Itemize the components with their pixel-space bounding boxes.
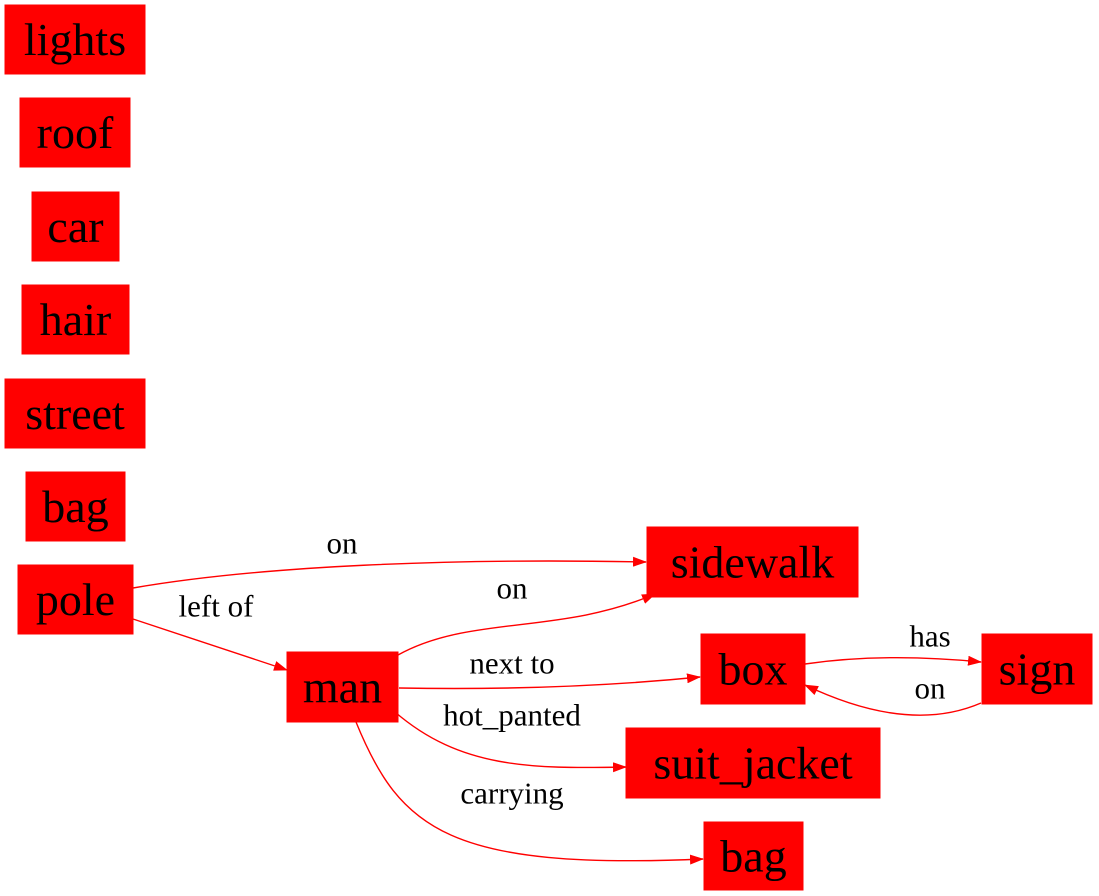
node-pole[interactable]: pole (17, 564, 134, 635)
edge-sign-on-box: on (804, 671, 982, 716)
edge-label: on (497, 571, 529, 606)
edge-man-carrying-bag: carrying (355, 721, 704, 865)
node-bag[interactable]: bag (25, 471, 126, 542)
node-man[interactable]: man (286, 651, 399, 723)
edge-label: left of (179, 589, 255, 624)
node-label: sidewalk (671, 537, 835, 588)
node-label: suit_jacket (653, 738, 852, 789)
node-street[interactable]: street (4, 378, 146, 449)
node-bag-2[interactable]: bag (703, 821, 804, 891)
edge-pole-on-sidewalk: on (132, 526, 647, 589)
node-label: hair (40, 294, 112, 345)
node-roof[interactable]: roof (19, 97, 131, 168)
node-label: box (719, 644, 788, 695)
node-hair[interactable]: hair (21, 284, 130, 355)
node-suit-jacket[interactable]: suit_jacket (625, 727, 881, 799)
edge-man-next-to-box: next to (398, 646, 701, 690)
node-label: roof (37, 107, 114, 158)
node-box[interactable]: box (700, 633, 806, 705)
edge-label: hot_panted (443, 698, 581, 733)
edge-label: carrying (460, 776, 563, 811)
node-sign[interactable]: sign (981, 633, 1093, 705)
node-label: street (25, 388, 125, 439)
node-label: car (47, 201, 103, 252)
node-label: pole (36, 574, 115, 625)
node-label: bag (720, 831, 786, 882)
edge-label: has (909, 619, 950, 654)
edge-box-has-sign: has (804, 619, 982, 666)
node-sidewalk[interactable]: sidewalk (646, 526, 859, 598)
edge-man-on-sidewalk: on (397, 571, 656, 656)
node-label: man (303, 662, 382, 713)
node-car[interactable]: car (31, 191, 120, 262)
nodes: lights roof car hair street bag pole ma (4, 4, 1093, 891)
edge-pole-left-of-man: left of (132, 589, 288, 671)
node-lights[interactable]: lights (4, 4, 146, 75)
edge-man-hot-panted-suit-jacket: hot_panted (394, 698, 627, 773)
edge-label: on (327, 526, 359, 561)
edges: on left of on next to hot_panted carryin… (132, 526, 982, 865)
edge-label: next to (469, 646, 554, 681)
node-label: bag (42, 481, 108, 532)
node-label: sign (999, 644, 1076, 695)
edge-label: on (915, 671, 947, 706)
node-label: lights (24, 14, 126, 65)
